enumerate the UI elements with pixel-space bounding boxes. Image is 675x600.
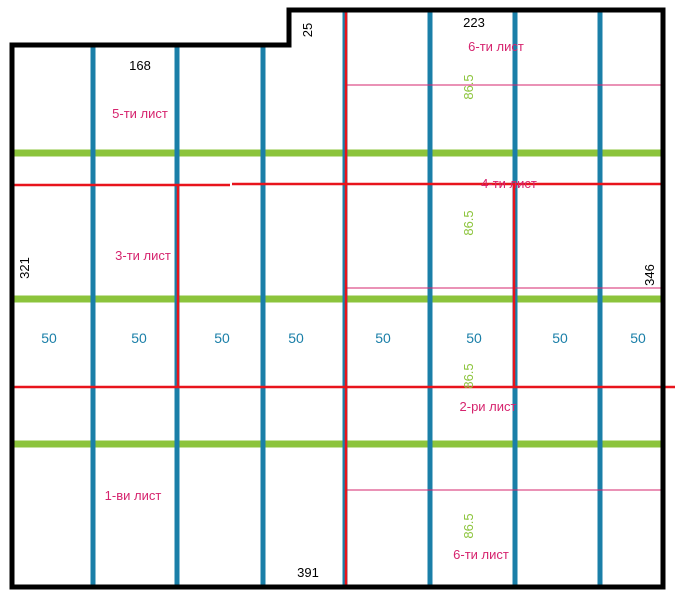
dimension-top-right: 223 [463,15,485,30]
dimension-top-left: 168 [129,58,151,73]
dimension-labels: 168 25 223 321 346 391 [17,15,657,580]
dimension-right: 346 [642,264,657,286]
sheet-label-4: 4-ти лист [481,176,537,191]
furring-strips [14,149,662,448]
furring-label-4: 86.5 [461,513,476,538]
sheet-label-2: 2-ри лист [460,399,517,414]
spacing-label-4: 50 [288,330,304,346]
dimension-bottom: 391 [297,565,319,580]
sheet-label-6-bottom: 6-ти лист [453,547,509,562]
sheet-guides [345,84,662,491]
spacing-label-2: 50 [131,330,147,346]
spacing-label-3: 50 [214,330,230,346]
furring-label-3: 86.5 [461,363,476,388]
spacing-label-5: 50 [375,330,391,346]
dimension-notch: 25 [300,23,315,37]
sheet-label-1: 1-ви лист [105,488,162,503]
spacing-label-8: 50 [630,330,646,346]
spacing-label-6: 50 [466,330,482,346]
sheet-label-6-top: 6-ти лист [468,39,524,54]
room-outline [9,7,666,590]
spacing-label-7: 50 [552,330,568,346]
joist-spacing-labels: 50 50 50 50 50 50 50 50 [41,330,646,346]
sheet-labels: 6-ти лист 5-ти лист 4-ти лист 3-ти лист … [105,39,537,562]
furring-label-2: 86.5 [461,210,476,235]
sheet-label-5: 5-ти лист [112,106,168,121]
dimension-left: 321 [17,257,32,279]
sheet-edges [12,10,675,587]
furring-spacing-labels: 86.5 86.5 86.5 86.5 [461,74,476,538]
spacing-label-1: 50 [41,330,57,346]
sheet-label-3: 3-ти лист [115,248,171,263]
furring-label-1: 86.5 [461,74,476,99]
